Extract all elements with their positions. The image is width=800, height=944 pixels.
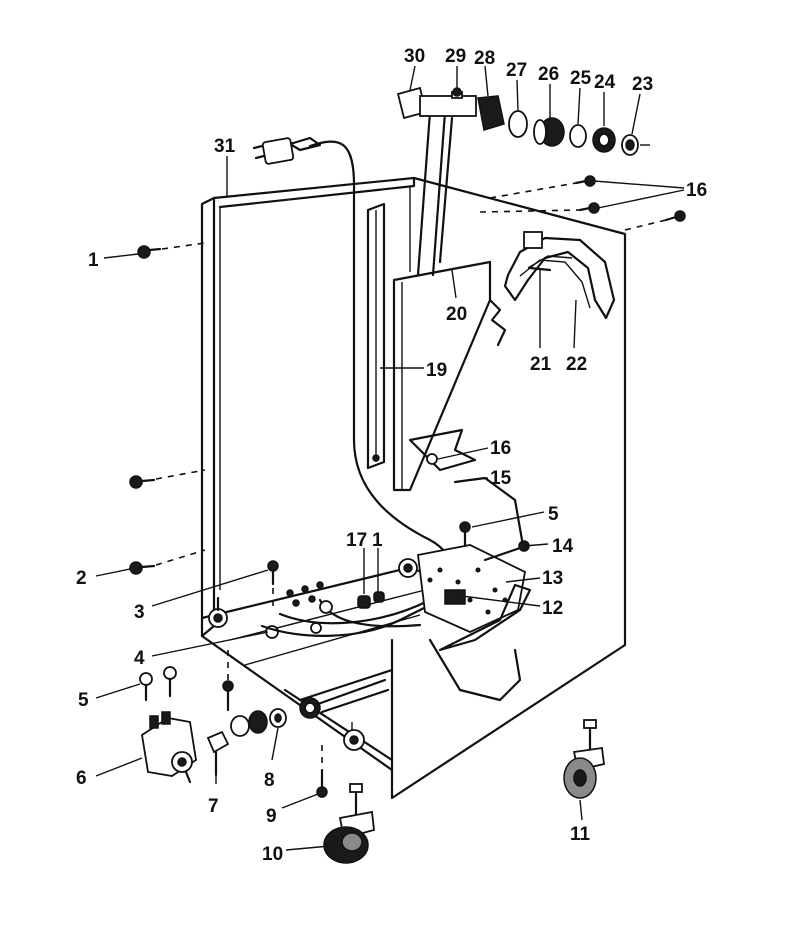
callout-3: 3 bbox=[134, 602, 145, 623]
callout-7: 7 bbox=[208, 796, 219, 817]
callout-20: 20 bbox=[446, 304, 467, 325]
vent-assembly bbox=[503, 231, 616, 320]
screws-16 bbox=[479, 175, 686, 231]
callout-4: 4 bbox=[134, 648, 145, 669]
callout-6: 6 bbox=[76, 768, 87, 789]
callout-13: 13 bbox=[542, 568, 563, 589]
callout-25: 25 bbox=[570, 68, 592, 89]
leader-lines bbox=[95, 65, 685, 851]
casters bbox=[323, 719, 605, 864]
callout-1-left: 1 bbox=[88, 250, 99, 271]
callout-29: 29 bbox=[445, 46, 466, 67]
drain-fitting bbox=[299, 678, 390, 730]
callout-9: 9 bbox=[266, 806, 277, 827]
rear-panel bbox=[392, 110, 524, 542]
callout-17: 17 bbox=[346, 530, 367, 551]
harness bbox=[260, 591, 432, 637]
callout-10: 10 bbox=[262, 844, 283, 865]
callout-12: 12 bbox=[542, 598, 563, 619]
callout-5-left: 5 bbox=[78, 690, 89, 711]
callout-22: 22 bbox=[566, 354, 587, 375]
callout-1-base: 1 bbox=[372, 530, 383, 551]
callout-26: 26 bbox=[538, 64, 559, 85]
callout-28: 28 bbox=[474, 48, 495, 69]
callout-23: 23 bbox=[632, 74, 653, 95]
cabinet-frame bbox=[200, 176, 627, 800]
center-brace bbox=[366, 202, 386, 470]
callout-30: 30 bbox=[404, 46, 425, 67]
callout-11: 11 bbox=[570, 824, 591, 845]
callout-2: 2 bbox=[76, 568, 87, 589]
callout-16-top: 16 bbox=[686, 180, 707, 201]
callout-14: 14 bbox=[552, 536, 574, 557]
callout-31: 31 bbox=[214, 136, 236, 157]
callout-8: 8 bbox=[264, 770, 275, 791]
callout-24: 24 bbox=[594, 72, 616, 93]
callout-21: 21 bbox=[530, 354, 552, 375]
side-screws bbox=[129, 242, 530, 610]
water-valve bbox=[139, 650, 328, 798]
insulation-block bbox=[417, 544, 532, 702]
callout-16-mid: 16 bbox=[490, 438, 511, 459]
callout-15: 15 bbox=[490, 468, 512, 489]
callout-labels: 1 2 3 4 5 6 7 8 9 10 11 12 13 14 5 15 16… bbox=[76, 46, 707, 865]
callout-5-right: 5 bbox=[548, 504, 559, 525]
inlet-valve-assembly bbox=[396, 86, 650, 156]
callout-27: 27 bbox=[506, 60, 527, 81]
callout-19: 19 bbox=[426, 360, 447, 381]
